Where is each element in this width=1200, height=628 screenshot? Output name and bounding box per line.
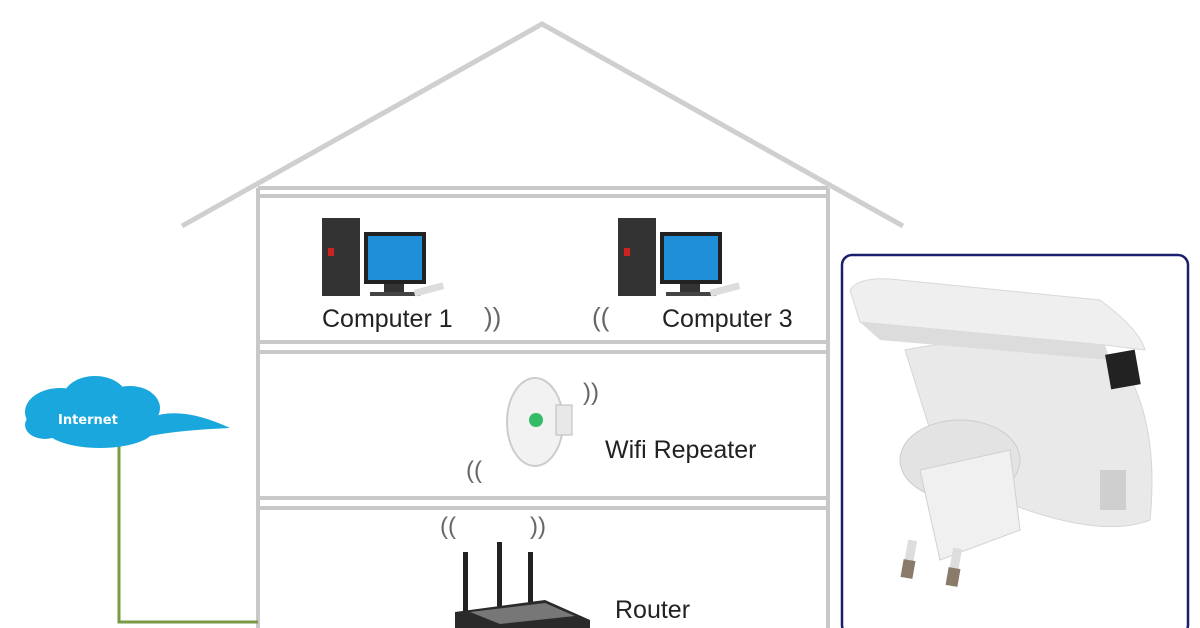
computer-icon [322,218,445,297]
wifi-signal-icon: )) [583,379,599,406]
computer-1-label: Computer 1 [322,305,453,333]
wifi-signal-icon: (( [592,302,610,332]
repeater-icon [506,377,573,467]
cloud-icon [25,376,230,448]
repeater-label: Wifi Repeater [605,436,756,464]
wifi-signal-icon: (( [440,513,456,540]
house-roof [180,21,905,229]
repeater-product-photo [840,253,1190,628]
wifi-signal-icon: )) [530,513,546,540]
computer-3-label: Computer 3 [662,305,793,333]
router-label: Router [615,596,690,624]
router-icon [455,542,590,628]
internet-cable [117,440,258,624]
wifi-signal-icon: (( [466,457,482,484]
computer-icon [618,218,741,297]
house-structure [256,186,830,628]
wifi-signal-icon: )) [484,302,501,332]
internet-label: Internet [58,413,118,428]
